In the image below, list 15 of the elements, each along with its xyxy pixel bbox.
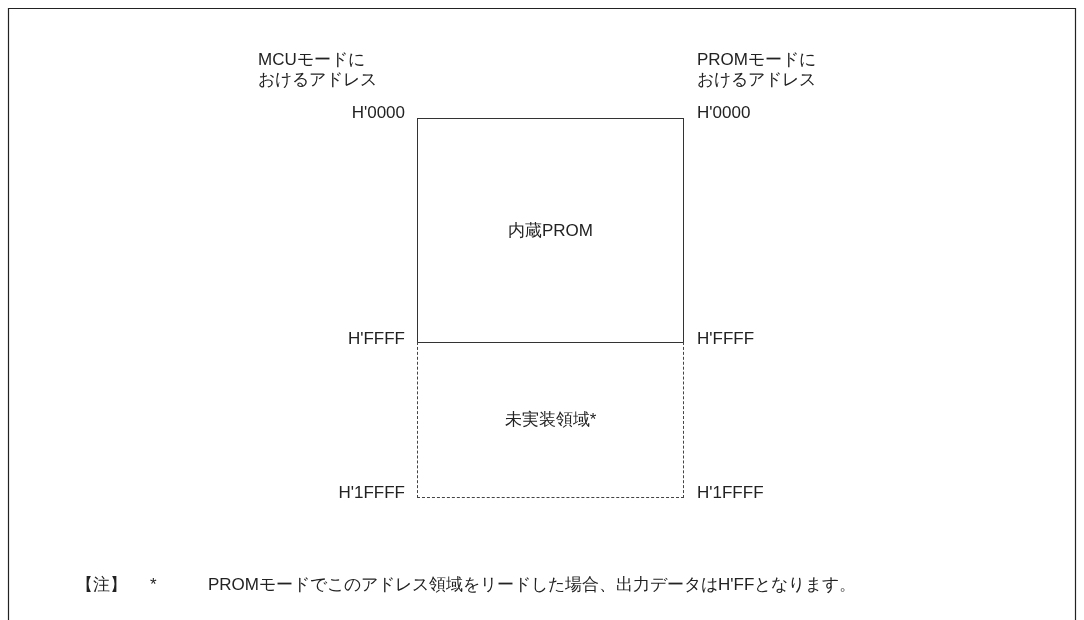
address-label: H'FFFF <box>347 330 405 349</box>
address-label: H'0000 <box>351 104 405 123</box>
column-heading: MCUモードにおけるアドレス <box>258 50 378 91</box>
address-label: H'0000 <box>697 104 751 123</box>
memory-block-box <box>417 118 684 343</box>
memory-area-box <box>417 342 684 498</box>
address-label: H'1FFFF <box>697 484 764 503</box>
area-label: 未実装領域* <box>504 409 597 431</box>
address-label: H'1FFFF <box>338 484 405 503</box>
address-label: H'FFFF <box>697 330 755 349</box>
footnote-mark: * <box>150 576 157 595</box>
note-text: PROMモードでこのアドレス領域をリードした場合、出力データはH'FFとなります。 <box>208 576 857 595</box>
column-heading: PROMモードにおけるアドレス <box>697 50 817 91</box>
note-marker: 【注】 <box>76 576 127 595</box>
area-label: 内蔵PROM <box>508 220 593 242</box>
